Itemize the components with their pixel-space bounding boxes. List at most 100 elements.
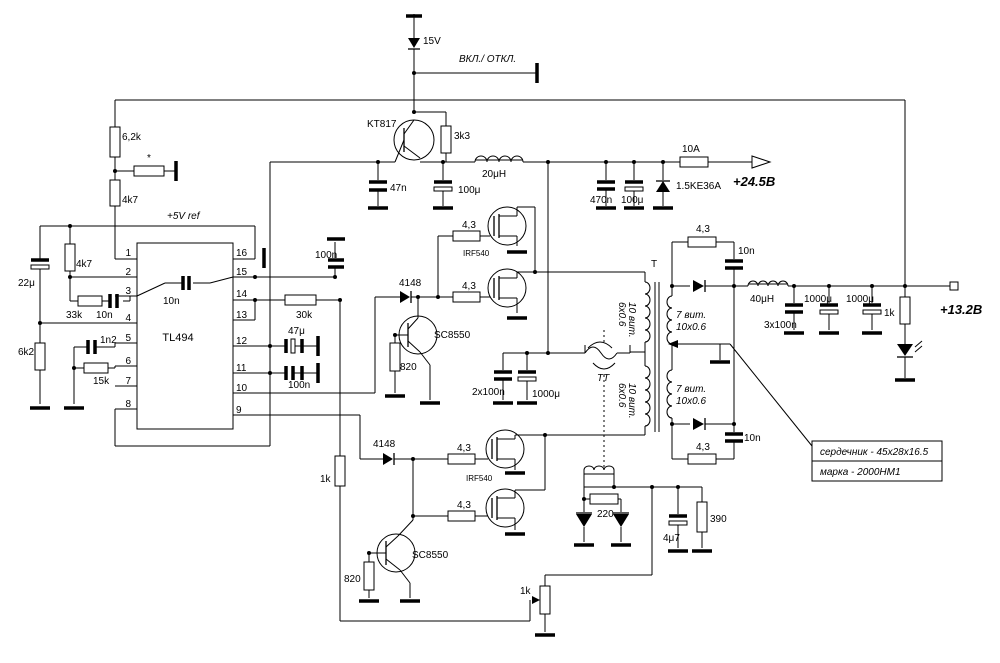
svg-text:100n: 100n [288, 380, 310, 391]
svg-text:10n: 10n [744, 433, 761, 444]
svg-text:40μH: 40μH [750, 294, 774, 305]
svg-text:10n: 10n [96, 310, 113, 321]
pin-11: 11 [236, 363, 247, 374]
svg-text:100μ: 100μ [621, 195, 644, 206]
svg-text:7 вит.: 7 вит. [676, 310, 706, 321]
diode-4148-bot: 4148 [340, 414, 413, 465]
mosfet-irf540-bot2 [485, 433, 645, 536]
svg-text:2x100n: 2x100n [472, 387, 505, 398]
resistor-820-bot: 820 [344, 551, 379, 603]
cap-470n: 470n [590, 160, 616, 210]
cap-100n-ic: 100n [315, 237, 345, 279]
svg-text:820: 820 [344, 574, 361, 585]
svg-text:4,3: 4,3 [457, 443, 471, 454]
tl494-ic: TL494 1 2 3 4 5 6 7 8 16 15 14 13 12 11 … [115, 242, 375, 430]
current-transformer-tt: TT [584, 330, 631, 470]
svg-text:100n: 100n [315, 250, 337, 261]
svg-text:4,3: 4,3 [457, 500, 471, 511]
svg-text:47μ: 47μ [288, 326, 305, 337]
svg-text:390: 390 [710, 514, 727, 525]
svg-text:820: 820 [400, 362, 417, 373]
svg-text:20μH: 20μH [482, 169, 506, 180]
fuse-10a: 10A [679, 144, 760, 168]
cap-22u: 22μ [18, 255, 50, 343]
svg-text:1k: 1k [320, 474, 332, 485]
core-note: сердечник - 45x28x16.5 марка - 2000НМ1 [668, 340, 943, 482]
svg-text:4,3: 4,3 [462, 281, 476, 292]
svg-text:10x0.6: 10x0.6 [676, 322, 706, 333]
svg-text:4148: 4148 [399, 278, 422, 289]
svg-text:KT817: KT817 [367, 119, 397, 130]
svg-text:SC8550: SC8550 [434, 330, 471, 341]
svg-text:IRF540: IRF540 [466, 474, 493, 483]
diode-4148-top: 4148 [374, 278, 438, 393]
switch-label: ВКЛ./ ОТКЛ. [459, 54, 516, 65]
potentiometer-1k[interactable]: 1k [520, 487, 653, 637]
mosfet-irf540-top2 [487, 268, 645, 320]
main-transformer-t: T 10 вит. 6x0.6 10 вит. 6x0.6 7 вит. 10x… [616, 259, 730, 435]
svg-text:6x0.6: 6x0.6 [616, 383, 627, 408]
pin-13: 13 [236, 310, 248, 321]
svg-text:10 вит.: 10 вит. [626, 383, 637, 419]
gate-resistors-top: 4,3 4,3 [436, 220, 490, 303]
transistor-sc8550-bot: SC8550 [369, 457, 449, 603]
cap-1000u-mid: 1000μ [517, 351, 560, 405]
svg-text:4k7: 4k7 [76, 259, 93, 270]
inductor-20u: 20μH [474, 155, 548, 180]
svg-text:1n2: 1n2 [100, 335, 117, 346]
pin-5: 5 [125, 333, 131, 344]
resistor-1k-led: 1k [884, 286, 911, 344]
resistor-3k3: 3k3 [412, 110, 471, 162]
rectifier-top: 4,3 10n [670, 224, 755, 292]
svg-text:IRF540: IRF540 [463, 249, 490, 258]
diode-15v: 15V [406, 14, 441, 112]
pin-14: 14 [236, 289, 248, 300]
svg-text:6x0.6: 6x0.6 [616, 302, 627, 327]
resistor-6k2-top: 6,2k [109, 100, 142, 180]
resistor-15k: 15k [72, 362, 116, 387]
pin-16: 16 [236, 248, 248, 259]
out-13v-label: +13.2B [940, 302, 982, 317]
resistor-820-top: 820 [385, 333, 417, 398]
svg-text:TT: TT [597, 373, 610, 384]
svg-text:1k: 1k [520, 586, 532, 597]
svg-text:1k: 1k [884, 308, 896, 319]
feedback-top-line [115, 99, 907, 288]
pin-1: 1 [125, 248, 131, 259]
svg-text:T: T [651, 259, 657, 270]
svg-text:4,3: 4,3 [696, 442, 710, 453]
svg-text:6,2k: 6,2k [122, 132, 142, 143]
svg-text:4148: 4148 [373, 439, 396, 450]
svg-text:10 вит.: 10 вит. [626, 302, 637, 338]
svg-text:4,3: 4,3 [696, 224, 710, 235]
pin-10: 10 [236, 383, 248, 394]
pin-2: 2 [125, 267, 131, 278]
svg-text:1000μ: 1000μ [846, 294, 874, 305]
output-24v-terminal: +24.5B [733, 155, 775, 189]
resistor-30k: 30k [284, 294, 317, 321]
output-13v-terminal: +13.2B [940, 281, 982, 317]
cap-2x100n: 2x100n [472, 351, 585, 405]
pin-3: 3 [125, 286, 131, 297]
svg-text:4k7: 4k7 [122, 195, 139, 206]
cap-1000u-a: 1000μ [804, 284, 839, 335]
svg-text:33k: 33k [66, 310, 83, 321]
svg-text:10n: 10n [163, 296, 180, 307]
svg-text:1.5KE36A: 1.5KE36A [676, 181, 721, 192]
power-switch[interactable]: ВКЛ./ ОТКЛ. [412, 54, 539, 83]
pin-8: 8 [125, 399, 131, 410]
cap-100n-bot: 100n [268, 363, 320, 391]
brand-text: марка - 2000НМ1 [820, 467, 901, 478]
svg-text:1000μ: 1000μ [532, 389, 560, 400]
ic-label: TL494 [162, 332, 193, 344]
resistor-6k2-left: 6k2 [18, 342, 50, 410]
pin-7: 7 [125, 376, 131, 387]
rectifier-bot: 4,3 10n [670, 286, 761, 465]
svg-text:15V: 15V [423, 36, 441, 47]
svg-text:10A: 10A [682, 144, 700, 155]
svg-text:SC8550: SC8550 [412, 550, 449, 561]
resistor-4k7-top: 4k7 [109, 179, 139, 207]
resistor-390: 390 [692, 487, 727, 553]
svg-text:30k: 30k [296, 310, 313, 321]
